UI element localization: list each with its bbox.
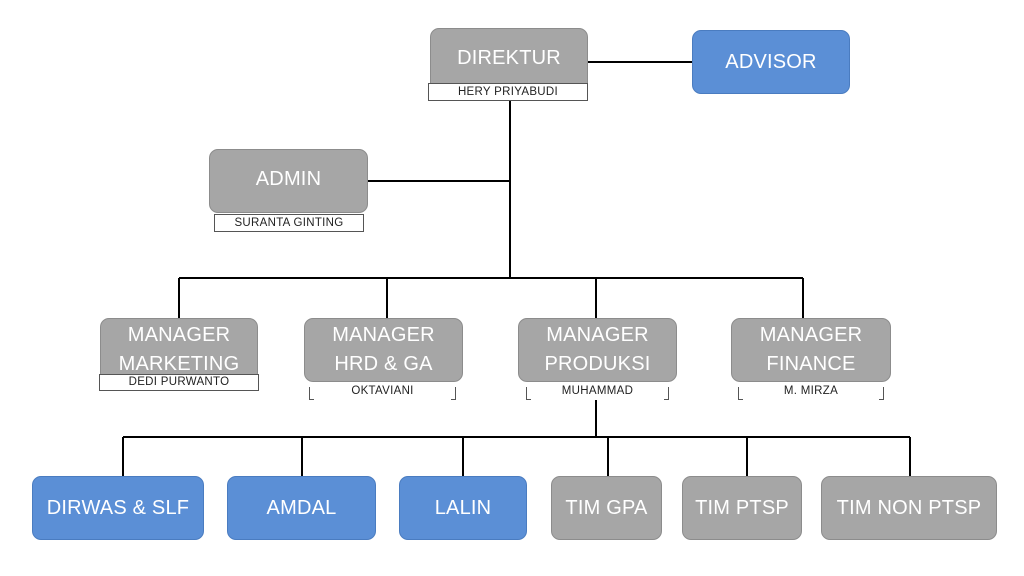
manager-hrd-line1: MANAGER bbox=[332, 324, 435, 346]
team-ptsp-title: TIM PTSP bbox=[695, 496, 789, 519]
admin-title: ADMIN bbox=[255, 167, 322, 190]
manager-hrd-name: OKTAVIANI bbox=[309, 384, 456, 400]
manager-produksi-box: MANAGER PRODUKSI bbox=[518, 318, 677, 382]
manager-finance-line1: MANAGER bbox=[759, 324, 863, 346]
manager-hrd-line2: HRD & GA bbox=[334, 353, 433, 375]
team-non-ptsp-title: TIM NON PTSP bbox=[836, 496, 982, 519]
manager-hrd-box: MANAGER HRD & GA bbox=[304, 318, 463, 382]
manager-marketing-line2: MARKETING bbox=[118, 353, 240, 375]
manager-finance-name: M. MIRZA bbox=[738, 384, 884, 400]
manager-produksi-name: MUHAMMAD bbox=[526, 384, 669, 400]
team-dirwas-slf-box: DIRWAS & SLF bbox=[32, 476, 204, 540]
manager-produksi-line2: PRODUKSI bbox=[544, 353, 651, 375]
team-gpa-title: TIM GPA bbox=[565, 496, 648, 519]
manager-produksi-line1: MANAGER bbox=[546, 324, 649, 346]
team-gpa-box: TIM GPA bbox=[551, 476, 662, 540]
team-amdal-title: AMDAL bbox=[266, 496, 337, 519]
manager-marketing-name: DEDI PURWANTO bbox=[99, 374, 259, 391]
manager-marketing-line1: MANAGER bbox=[127, 324, 231, 346]
team-non-ptsp-box: TIM NON PTSP bbox=[821, 476, 997, 540]
manager-marketing-box: MANAGER MARKETING bbox=[100, 318, 258, 382]
team-amdal-box: AMDAL bbox=[227, 476, 376, 540]
advisor-box: ADVISOR bbox=[692, 30, 850, 94]
admin-box: ADMIN bbox=[209, 149, 368, 213]
manager-finance-box: MANAGER FINANCE bbox=[731, 318, 891, 382]
direktur-box: DIREKTUR bbox=[430, 28, 588, 92]
team-lalin-title: LALIN bbox=[434, 496, 492, 519]
admin-name: SURANTA GINTING bbox=[214, 214, 364, 232]
manager-finance-line2: FINANCE bbox=[766, 353, 856, 375]
direktur-name: HERY PRIYABUDI bbox=[428, 83, 588, 101]
team-dirwas-slf-title: DIRWAS & SLF bbox=[46, 496, 190, 519]
advisor-title: ADVISOR bbox=[725, 50, 817, 73]
direktur-title: DIREKTUR bbox=[457, 46, 561, 69]
team-ptsp-box: TIM PTSP bbox=[682, 476, 802, 540]
team-lalin-box: LALIN bbox=[399, 476, 527, 540]
